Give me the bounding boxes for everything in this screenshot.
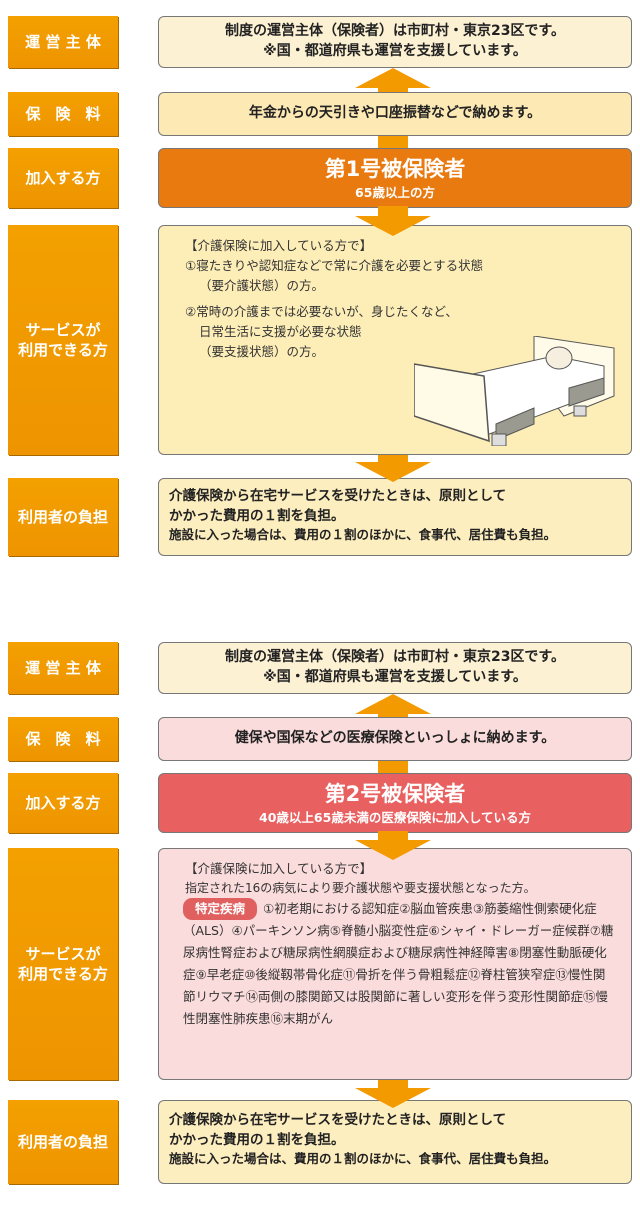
service-line: （要支援状態）の方。 — [199, 344, 325, 359]
label-service: サービスが 利用できる方 — [8, 848, 118, 1080]
premium-box: 年金からの天引きや口座振替などで納めます。 — [158, 92, 632, 136]
arrow-shaft — [378, 206, 408, 218]
service-line: ①寝たきりや認知症などで常に介護を必要とする状態 — [185, 258, 484, 273]
label-premium: 保 険 料 — [8, 717, 118, 761]
disease-list: ①初老期における認知症②脳血管疾患③筋萎縮性側索硬化症（ALS）④パーキンソン病… — [183, 901, 614, 1026]
arrow-down-icon — [355, 1088, 431, 1108]
burden-line: かかった費用の１割を負担。 — [169, 1131, 345, 1148]
operator-box: 制度の運営主体（保険者）は市町村・東京23区です。 ※国・都道府県も運営を支援し… — [158, 16, 632, 68]
burden-line: 介護保険から在宅サービスを受けたときは、原則として — [169, 488, 507, 504]
burden-line: 介護保険から在宅サービスを受けたときは、原則として — [169, 1112, 507, 1128]
arrow-down-icon — [355, 840, 431, 860]
burden-box: 介護保険から在宅サービスを受けたときは、原則として かかった費用の１割を負担。 … — [158, 478, 632, 556]
specified-disease-badge: 特定疾病 — [183, 898, 258, 921]
service-heading: 【介護保険に加入している方で】 — [185, 861, 373, 876]
member-title: 第2号被保険者 — [324, 781, 466, 806]
label-burden: 利用者の負担 — [8, 478, 118, 556]
service-line: （要介護状態）の方。 — [199, 278, 325, 293]
premium-text: 年金からの天引きや口座振替などで納めます。 — [248, 105, 542, 122]
member-box: 第1号被保険者 65歳以上の方 — [158, 148, 632, 208]
service-box: 【介護保険に加入している方で】 ①寝たきりや認知症などで常に介護を必要とする状態… — [158, 225, 632, 455]
service-line: ②常時の介護までは必要ないが、身じたくなど、 — [185, 304, 458, 319]
service-line: 日常生活に支援が必要な状態 — [199, 324, 362, 339]
section-second-insured: 運 営 主 体 制度の運営主体（保険者）は市町村・東京23区です。 ※国・都道府… — [0, 626, 640, 1226]
member-subtitle: 40歳以上65歳未満の医療保険に加入している方 — [259, 809, 531, 825]
arrow-shaft — [378, 455, 408, 465]
arrow-down-icon — [355, 462, 431, 482]
operator-note: ※国・都道府県も運営を支援しています。 — [263, 669, 527, 685]
label-service: サービスが 利用できる方 — [8, 225, 118, 455]
label-operator: 運 営 主 体 — [8, 642, 118, 694]
service-box: 【介護保険に加入している方で】 指定された16の病気により要介護状態や要支援状態… — [158, 848, 632, 1080]
arrow-up-icon — [355, 68, 431, 88]
member-title: 第1号被保険者 — [324, 156, 466, 181]
member-box: 第2号被保険者 40歳以上65歳未満の医療保険に加入している方 — [158, 773, 632, 833]
service-heading: 【介護保険に加入している方で】 — [185, 238, 373, 253]
bed-illustration — [414, 336, 615, 446]
burden-box: 介護保険から在宅サービスを受けたときは、原則として かかった費用の１割を負担。 … — [158, 1100, 632, 1184]
premium-box: 健保や国保などの医療保険といっしょに納めます。 — [158, 717, 632, 761]
operator-text: 制度の運営主体（保険者）は市町村・東京23区です。 — [224, 649, 566, 666]
operator-note: ※国・都道府県も運営を支援しています。 — [263, 43, 527, 59]
label-member: 加入する方 — [8, 148, 118, 208]
section-first-insured: 運 営 主 体 制度の運営主体（保険者）は市町村・東京23区です。 ※国・都道府… — [0, 0, 640, 600]
service-intro: 指定された16の病気により要介護状態や要支援状態となった方。 — [185, 881, 536, 895]
arrow-down-icon — [355, 216, 431, 236]
operator-text: 制度の運営主体（保険者）は市町村・東京23区です。 — [224, 23, 566, 40]
operator-box: 制度の運営主体（保険者）は市町村・東京23区です。 ※国・都道府県も運営を支援し… — [158, 642, 632, 694]
burden-line: 施設に入った場合は、費用の１割のほかに、食事代、居住費も負担。 — [169, 527, 557, 543]
label-burden: 利用者の負担 — [8, 1100, 118, 1184]
label-premium: 保 険 料 — [8, 92, 118, 136]
arrow-up-icon — [355, 694, 431, 714]
member-subtitle: 65歳以上の方 — [355, 184, 435, 200]
burden-line: かかった費用の１割を負担。 — [169, 507, 345, 524]
label-member: 加入する方 — [8, 773, 118, 833]
label-operator: 運 営 主 体 — [8, 16, 118, 68]
burden-line: 施設に入った場合は、費用の１割のほかに、食事代、居住費も負担。 — [169, 1151, 557, 1167]
premium-text: 健保や国保などの医療保険といっしょに納めます。 — [234, 730, 556, 747]
